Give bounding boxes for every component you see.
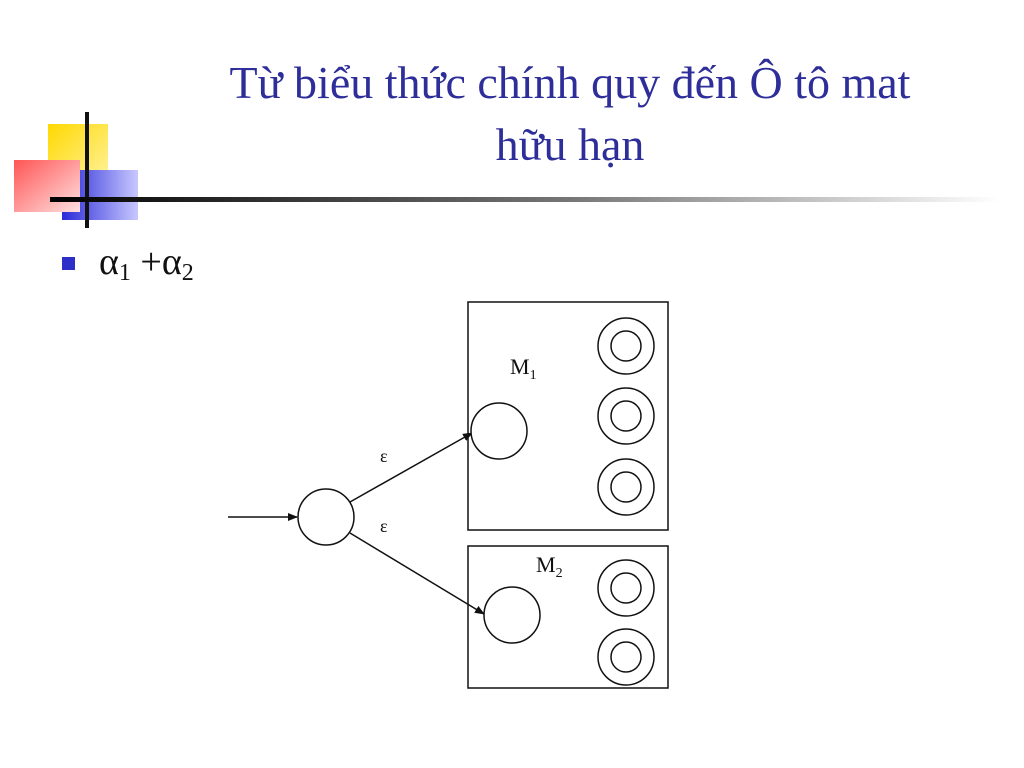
epsilon-label-upper: ε bbox=[380, 446, 388, 466]
alpha2-subscript: 2 bbox=[181, 259, 194, 286]
title-decoration bbox=[14, 112, 1000, 228]
epsilon-edge-upper bbox=[349, 432, 473, 503]
plus-sign: + bbox=[140, 240, 162, 283]
machine2-box bbox=[467, 545, 669, 689]
horizontal-rule bbox=[50, 197, 1000, 202]
bullet-item: α1 +α2 bbox=[62, 238, 194, 288]
epsilon-edge-lower bbox=[349, 532, 485, 615]
red-square bbox=[14, 160, 80, 212]
machine1-final-state-2 bbox=[597, 387, 655, 445]
machine1-final-state-1 bbox=[597, 317, 655, 375]
machine1-box bbox=[467, 301, 669, 531]
vertical-rule bbox=[85, 112, 89, 228]
bullet-square-icon bbox=[62, 256, 75, 270]
machine2-final-state-2 bbox=[597, 628, 655, 686]
slide-title: Từ biểu thức chính quy đến Ô tô mat hữu … bbox=[130, 52, 1010, 176]
machine2-subscript: 2 bbox=[556, 566, 563, 581]
alpha1-subscript: 1 bbox=[118, 259, 131, 286]
machine1-subscript: 1 bbox=[530, 368, 537, 383]
machine1-label: M1 bbox=[510, 354, 537, 383]
slide-title-line1: Từ biểu thức chính quy đến Ô tô mat bbox=[229, 57, 911, 108]
alpha2-symbol: α bbox=[161, 240, 182, 283]
bullet-formula: α1 +α2 bbox=[99, 240, 194, 287]
new-start-state bbox=[297, 488, 355, 546]
alpha1-symbol: α bbox=[99, 240, 119, 283]
machine2-label: M2 bbox=[536, 552, 563, 581]
slide-title-line2: hữu hạn bbox=[495, 119, 645, 170]
machine2-final-state-1 bbox=[597, 559, 655, 617]
machine1-final-state-3 bbox=[597, 458, 655, 516]
epsilon-label-lower: ε bbox=[380, 516, 388, 536]
machine2-start-state bbox=[483, 586, 541, 644]
machine1-start-state bbox=[470, 402, 528, 460]
